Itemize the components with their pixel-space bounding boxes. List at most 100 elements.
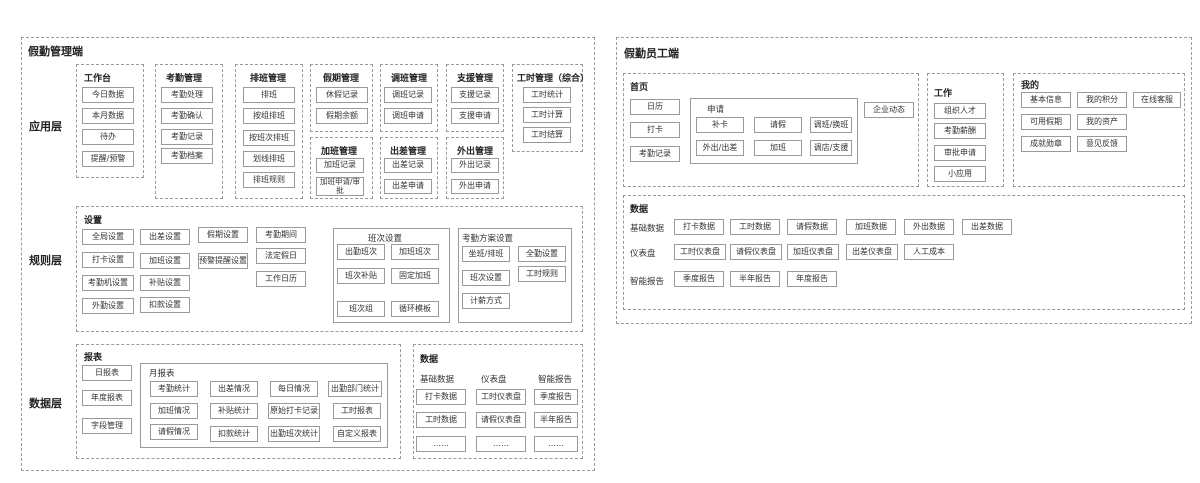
- worktime-item[interactable]: 工时统计: [523, 87, 571, 103]
- scheduling-item[interactable]: 按组排班: [243, 108, 295, 124]
- employee-data-item[interactable]: 半年报告: [730, 271, 780, 287]
- mine-item[interactable]: 在线客服: [1133, 92, 1181, 108]
- admin-data-item[interactable]: 工时数据: [416, 412, 466, 428]
- employee-data-item[interactable]: 外出数据: [904, 219, 954, 235]
- employee-data-item[interactable]: 出差仪表盘: [846, 244, 898, 260]
- admin-data-item[interactable]: ……: [416, 436, 466, 452]
- employee-data-item[interactable]: 加班仪表盘: [787, 244, 839, 260]
- mine-item[interactable]: 意见反馈: [1077, 136, 1127, 152]
- monthly-report-item[interactable]: 加班情况: [150, 403, 198, 419]
- scheduling-item[interactable]: 按班次排班: [243, 130, 295, 146]
- home-item[interactable]: 打卡: [630, 122, 680, 138]
- employee-data-item[interactable]: 请假数据: [787, 219, 837, 235]
- overtime-item[interactable]: 加班申请/审批: [316, 177, 364, 196]
- employee-data-item[interactable]: 请假仪表盘: [730, 244, 782, 260]
- employee-data-item[interactable]: 工时数据: [730, 219, 780, 235]
- shift-settings-item[interactable]: 固定加班: [391, 268, 439, 284]
- attendance-item[interactable]: 考勤处理: [161, 87, 213, 103]
- leave-item[interactable]: 假期余额: [316, 108, 368, 124]
- report-item[interactable]: 日报表: [82, 365, 132, 381]
- worktime-item[interactable]: 工时计算: [523, 107, 571, 123]
- mine-item[interactable]: 基本信息: [1021, 92, 1071, 108]
- settings-item[interactable]: 法定假日: [256, 248, 306, 264]
- scheme-settings-item[interactable]: 工时规则: [518, 266, 566, 282]
- apply-item[interactable]: 调店/支援: [810, 140, 852, 156]
- admin-data-item[interactable]: 半年报告: [534, 412, 578, 428]
- employee-data-item[interactable]: 工时仪表盘: [674, 244, 726, 260]
- shift-change-item[interactable]: 调班记录: [384, 87, 432, 103]
- mine-item[interactable]: 成就勋章: [1021, 136, 1071, 152]
- employee-data-item[interactable]: 加班数据: [846, 219, 896, 235]
- admin-data-item[interactable]: 打卡数据: [416, 389, 466, 405]
- leave-item[interactable]: 休假记录: [316, 87, 368, 103]
- business-trip-item[interactable]: 出差申请: [384, 179, 432, 194]
- monthly-report-item[interactable]: 出差情况: [210, 381, 258, 397]
- workbench-item[interactable]: 提醒/预警: [82, 151, 134, 167]
- scheduling-item[interactable]: 排班: [243, 87, 295, 103]
- outing-item[interactable]: 外出记录: [451, 158, 499, 173]
- mine-item[interactable]: 我的资产: [1077, 114, 1127, 130]
- report-item[interactable]: 年度报表: [82, 390, 132, 406]
- shift-settings-item[interactable]: 班次组: [337, 301, 385, 317]
- work-item[interactable]: 组织人才: [934, 103, 986, 119]
- home-item[interactable]: 考勤记录: [630, 146, 680, 162]
- workbench-item[interactable]: 本月数据: [82, 108, 134, 124]
- apply-item[interactable]: 补卡: [696, 117, 744, 133]
- workbench-item[interactable]: 今日数据: [82, 87, 134, 103]
- monthly-report-item[interactable]: 原始打卡记录: [268, 403, 320, 419]
- workbench-item[interactable]: 待办: [82, 129, 134, 145]
- mine-item[interactable]: 可用假期: [1021, 114, 1071, 130]
- settings-item[interactable]: 预警提醒设置: [198, 253, 248, 269]
- settings-item[interactable]: 考勤期间: [256, 227, 306, 243]
- work-item[interactable]: 小应用: [934, 166, 986, 182]
- admin-data-item[interactable]: ……: [476, 436, 526, 452]
- monthly-report-item[interactable]: 扣款统计: [210, 426, 258, 442]
- monthly-report-item[interactable]: 出勤班次统计: [268, 426, 320, 442]
- monthly-report-item[interactable]: 每日情况: [270, 381, 318, 397]
- employee-data-item[interactable]: 出差数据: [962, 219, 1012, 235]
- scheme-settings-item[interactable]: 班次设置: [462, 270, 510, 286]
- report-item[interactable]: 字段管理: [82, 418, 132, 434]
- attendance-item[interactable]: 考勤记录: [161, 129, 213, 145]
- settings-item[interactable]: 加班设置: [140, 253, 190, 269]
- overtime-item[interactable]: 加班记录: [316, 158, 364, 173]
- settings-item[interactable]: 扣款设置: [140, 297, 190, 313]
- monthly-report-item[interactable]: 出勤部门统计: [328, 381, 382, 397]
- shift-settings-item[interactable]: 出勤班次: [337, 244, 385, 260]
- settings-item[interactable]: 打卡设置: [82, 252, 134, 268]
- employee-data-item[interactable]: 年度报告: [787, 271, 837, 287]
- worktime-item[interactable]: 工时结算: [523, 127, 571, 143]
- apply-item[interactable]: 调班/换班: [810, 117, 852, 133]
- settings-item[interactable]: 出差设置: [140, 229, 190, 245]
- shift-settings-item[interactable]: 循环模板: [391, 301, 439, 317]
- settings-item[interactable]: 外勤设置: [82, 298, 134, 314]
- attendance-item[interactable]: 考勤确认: [161, 108, 213, 124]
- monthly-report-item[interactable]: 工时报表: [333, 403, 381, 419]
- scheme-settings-item[interactable]: 计薪方式: [462, 293, 510, 309]
- apply-item[interactable]: 加班: [754, 140, 802, 156]
- scheduling-item[interactable]: 排班规则: [243, 172, 295, 188]
- apply-item[interactable]: 请假: [754, 117, 802, 133]
- work-item[interactable]: 审批申请: [934, 145, 986, 161]
- employee-data-item[interactable]: 季度报告: [674, 271, 724, 287]
- work-item[interactable]: 考勤薪酬: [934, 123, 986, 139]
- company-news-item[interactable]: 企业动态: [864, 102, 914, 118]
- business-trip-item[interactable]: 出差记录: [384, 158, 432, 173]
- admin-data-item[interactable]: 季度报告: [534, 389, 578, 405]
- shift-change-item[interactable]: 调班申请: [384, 108, 432, 124]
- scheduling-item[interactable]: 划线排班: [243, 151, 295, 167]
- mine-item[interactable]: 我的积分: [1077, 92, 1127, 108]
- admin-data-item[interactable]: 工时仪表盘: [476, 389, 526, 405]
- employee-data-item[interactable]: 人工成本: [904, 244, 954, 260]
- monthly-report-item[interactable]: 自定义报表: [333, 426, 381, 442]
- scheme-settings-item[interactable]: 坐班/排班: [462, 246, 510, 262]
- scheme-settings-item[interactable]: 全勤设置: [518, 246, 566, 262]
- settings-item[interactable]: 假期设置: [198, 227, 248, 243]
- employee-data-item[interactable]: 打卡数据: [674, 219, 724, 235]
- support-item[interactable]: 支援记录: [451, 87, 499, 103]
- monthly-report-item[interactable]: 请假情况: [150, 424, 198, 440]
- shift-settings-item[interactable]: 加班班次: [391, 244, 439, 260]
- settings-item[interactable]: 工作日历: [256, 271, 306, 287]
- outing-item[interactable]: 外出申请: [451, 179, 499, 194]
- shift-settings-item[interactable]: 班次补贴: [337, 268, 385, 284]
